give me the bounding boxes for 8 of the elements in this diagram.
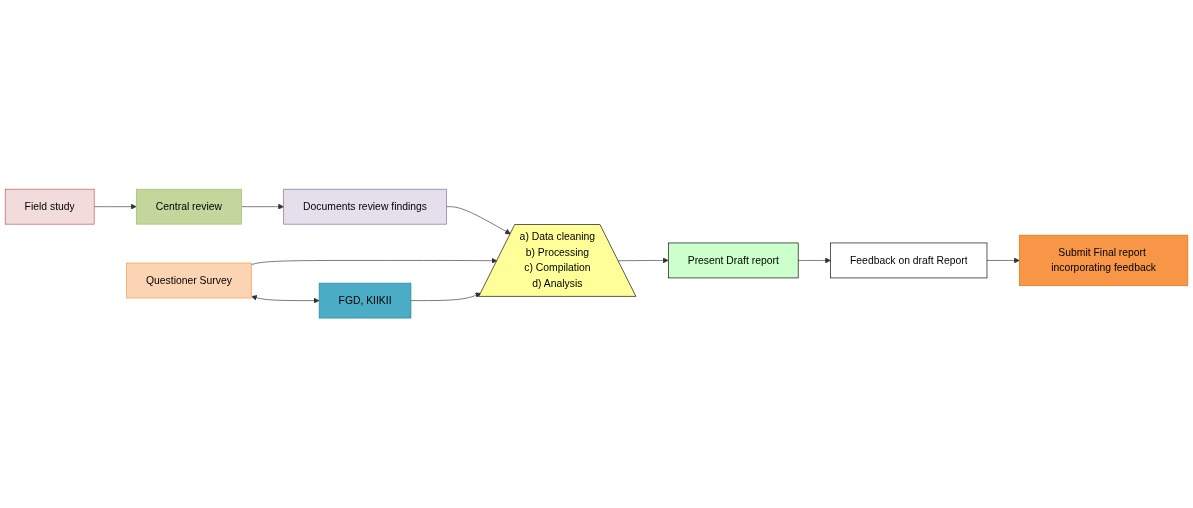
node-box: Documents review findings xyxy=(283,189,447,225)
node-box: Central review xyxy=(136,189,242,225)
node-box: Field study xyxy=(4,189,95,225)
node-box: Present Draft report xyxy=(667,243,799,279)
node-box: Feedback on draft Report xyxy=(830,243,988,279)
node-box: FGD, KIIKII xyxy=(318,283,412,319)
node-box: Questioner Survey xyxy=(126,263,252,299)
node-box: Submit Final report incorporating feedback xyxy=(1019,235,1189,287)
